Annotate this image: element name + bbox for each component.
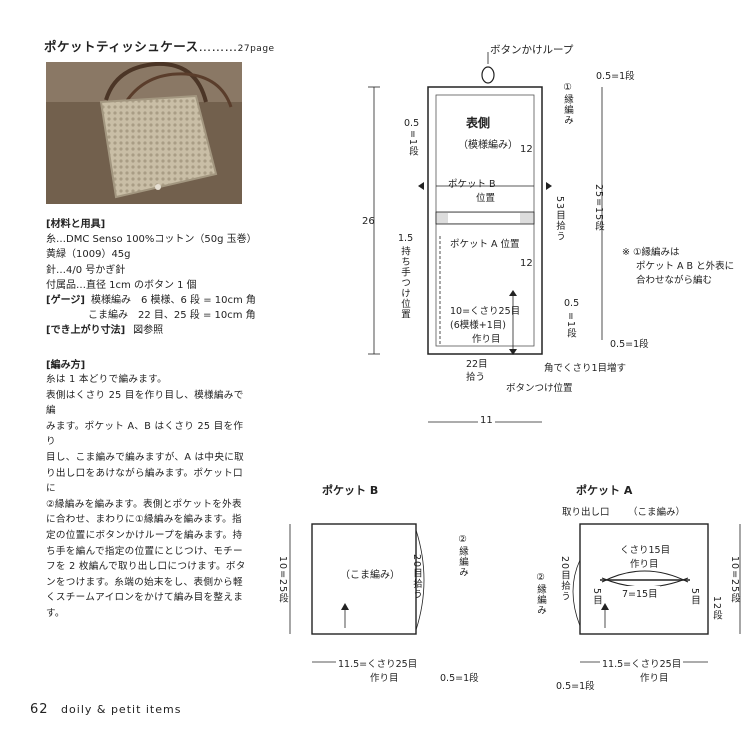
- opening-label: 取り出し口: [562, 507, 610, 518]
- seven-label: 7=15目: [620, 586, 660, 600]
- pocket-b-height: 10=25段: [277, 556, 288, 604]
- pocket-a-foundation: 作り目: [640, 673, 669, 684]
- dim-05-dan: =1段: [407, 130, 418, 157]
- pocket-a-title: ポケット A: [576, 484, 633, 497]
- dim-26: 26: [362, 216, 375, 227]
- face-label: 表側: [466, 116, 491, 130]
- page-number: 62: [30, 702, 49, 717]
- pick-53-label: 53目拾う: [554, 196, 565, 242]
- materials-line: 糸…DMC Senso 100%コットン（50g 玉巻）: [46, 234, 257, 246]
- instruction-line: ち手を編んで指定の位置にとじつけ、モチー: [46, 545, 243, 557]
- handle-pos-label: 持ち手つけ位置: [399, 246, 410, 320]
- instructions-heading: [編み方]: [46, 360, 86, 371]
- note-line: ポケット A B と外表に: [636, 261, 735, 272]
- page-title: ポケットティッシュケース………27page: [44, 39, 275, 54]
- pocket-b-foundation: 作り目: [370, 673, 399, 684]
- pocket-b-width: 11.5=くさり25目: [336, 656, 420, 670]
- dim-12-bottom: 12: [520, 258, 533, 269]
- footer: 62 doily & petit items: [30, 702, 181, 717]
- series-name: doily & petit items: [61, 703, 182, 716]
- pick-22-label: 22目拾う: [466, 359, 488, 383]
- instruction-line: に合わせ、まわりに①縁編みを編みます。指: [46, 514, 242, 526]
- chain-15-label: くさり15目: [620, 545, 671, 556]
- loop-label: ボタンかけループ: [490, 44, 574, 56]
- dim-10-chain: 10=くさり25目: [450, 306, 521, 317]
- note-line: 合わせながら編む: [636, 275, 713, 286]
- instruction-line: ンをつけます。糸端の始末をし、表側から軽: [46, 576, 243, 588]
- materials-line: 付属品…直径 1cm のボタン 1 個: [46, 279, 197, 291]
- pocket-a-stitch: （こま編み）: [628, 507, 686, 518]
- size-label: [でき上がり寸法]: [46, 325, 126, 337]
- dim-12-top: 12: [520, 144, 533, 155]
- pocket-a-foundation-inner: 作り目: [630, 559, 659, 570]
- product-photo: [46, 62, 242, 204]
- instruction-line: 目し、こま編みで編みますが、A は中央に取: [46, 451, 245, 463]
- page-reference: 27page: [237, 44, 275, 54]
- instruction-line: みます。ポケット A、B はくさり 25 目を作り: [46, 420, 244, 448]
- materials-section: [材料と用具] 糸…DMC Senso 100%コットン（50g 玉巻） 黄緑（…: [46, 217, 257, 339]
- tissue-case-photo: [46, 62, 242, 204]
- corner-increase-label: 角でくさり1目増す: [544, 363, 627, 374]
- instruction-line: 糸は 1 本どりで編みます。: [46, 374, 167, 385]
- button-pos-label: ボタンつけ位置: [506, 383, 573, 394]
- instruction-line: くスチームアイロンをかけて編み目を整えま: [46, 592, 244, 604]
- top-05-label: 0.5=1段: [596, 71, 635, 82]
- note: ※ ①縁編みは ポケット A B と外表に 合わせながら編む: [622, 246, 742, 288]
- dim-05-left: 0.5: [404, 118, 420, 129]
- gauge-line-1: 模様編み 6 模様、6 段 = 10cm 角: [90, 295, 256, 307]
- instruction-line: フを 2 枚編んで取り出し口につけます。ボタ: [46, 561, 246, 573]
- instruction-line: 定の位置にボタンかけループを編みます。持: [46, 529, 243, 541]
- pocket-a-rect: [579, 523, 709, 635]
- materials-line: 黄緑（1009）45g: [46, 249, 131, 261]
- pocket-a-pick: 20目拾う: [559, 556, 570, 602]
- instruction-line: ②縁編みを編みます。表側とポケットを外表: [46, 498, 242, 510]
- title-text: ポケットティッシュケース: [44, 39, 199, 54]
- pocket-b-pick: 20目拾う: [411, 554, 422, 600]
- pocket-a-edge: ②縁編み: [535, 572, 546, 616]
- gauge-label: [ゲージ]: [46, 295, 85, 307]
- bottom-05-label: 0.5=1段: [610, 339, 649, 350]
- side-05-label: 0.5: [564, 298, 580, 309]
- instructions-body: 糸は 1 本どりで編みます。 表側はくさり 25 目を作り目し、模様編みで編 み…: [46, 372, 246, 622]
- button-loop-shape: [481, 66, 495, 84]
- pocket-b-pos-sub: 位置: [476, 193, 496, 204]
- dim-10-sub: (6模様+1目): [450, 320, 506, 331]
- pocket-b-05: 0.5=1段: [440, 673, 479, 684]
- gauge-line-2: こま編み 22 目、25 段 = 10cm 角: [88, 310, 256, 322]
- size-value: 図参照: [133, 325, 164, 337]
- dim-11: 11: [478, 415, 495, 426]
- face-stitch-label: （模様編み）: [458, 140, 518, 151]
- five-right: 5目: [689, 588, 700, 606]
- side-05-dan: =1段: [565, 312, 576, 339]
- instruction-line: 表側はくさり 25 目を作り目し、模様編みで編: [46, 389, 244, 417]
- pocket-a-05: 0.5=1段: [556, 681, 595, 692]
- pocket-a-height: 10=25段: [729, 556, 740, 604]
- pocket-a-width: 11.5=くさり25目: [600, 656, 684, 670]
- note-line: ①縁編みは: [633, 247, 680, 258]
- dim-25: 25=15段: [593, 184, 604, 232]
- pocket-b-edge-arc: [415, 529, 425, 631]
- twelve-rows: 12段: [711, 596, 722, 621]
- note-mark: ※: [622, 247, 630, 258]
- edge1-label: ①縁編み: [562, 82, 573, 126]
- pocket-b-edge: ②縁編み: [457, 534, 468, 578]
- materials-heading: [材料と用具]: [46, 219, 106, 230]
- pocket-a-pos-label: ポケット A 位置: [450, 239, 520, 250]
- materials-line: 針…4/0 号かぎ針: [46, 264, 126, 276]
- pocket-b-pos-label: ポケット B: [448, 179, 496, 190]
- instruction-line: り出し口をあけながら編みます。ポケット口に: [46, 467, 243, 495]
- pocket-b-title: ポケット B: [322, 484, 379, 497]
- instruction-line: す。: [46, 607, 65, 619]
- pocket-b-rect: [311, 523, 417, 635]
- dim-15: 1.5: [398, 233, 414, 244]
- pocket-b-stitch: （こま編み）: [340, 570, 400, 581]
- five-left: 5目: [591, 588, 602, 606]
- outer-frame: [427, 86, 543, 355]
- foundation-label: 作り目: [472, 334, 501, 345]
